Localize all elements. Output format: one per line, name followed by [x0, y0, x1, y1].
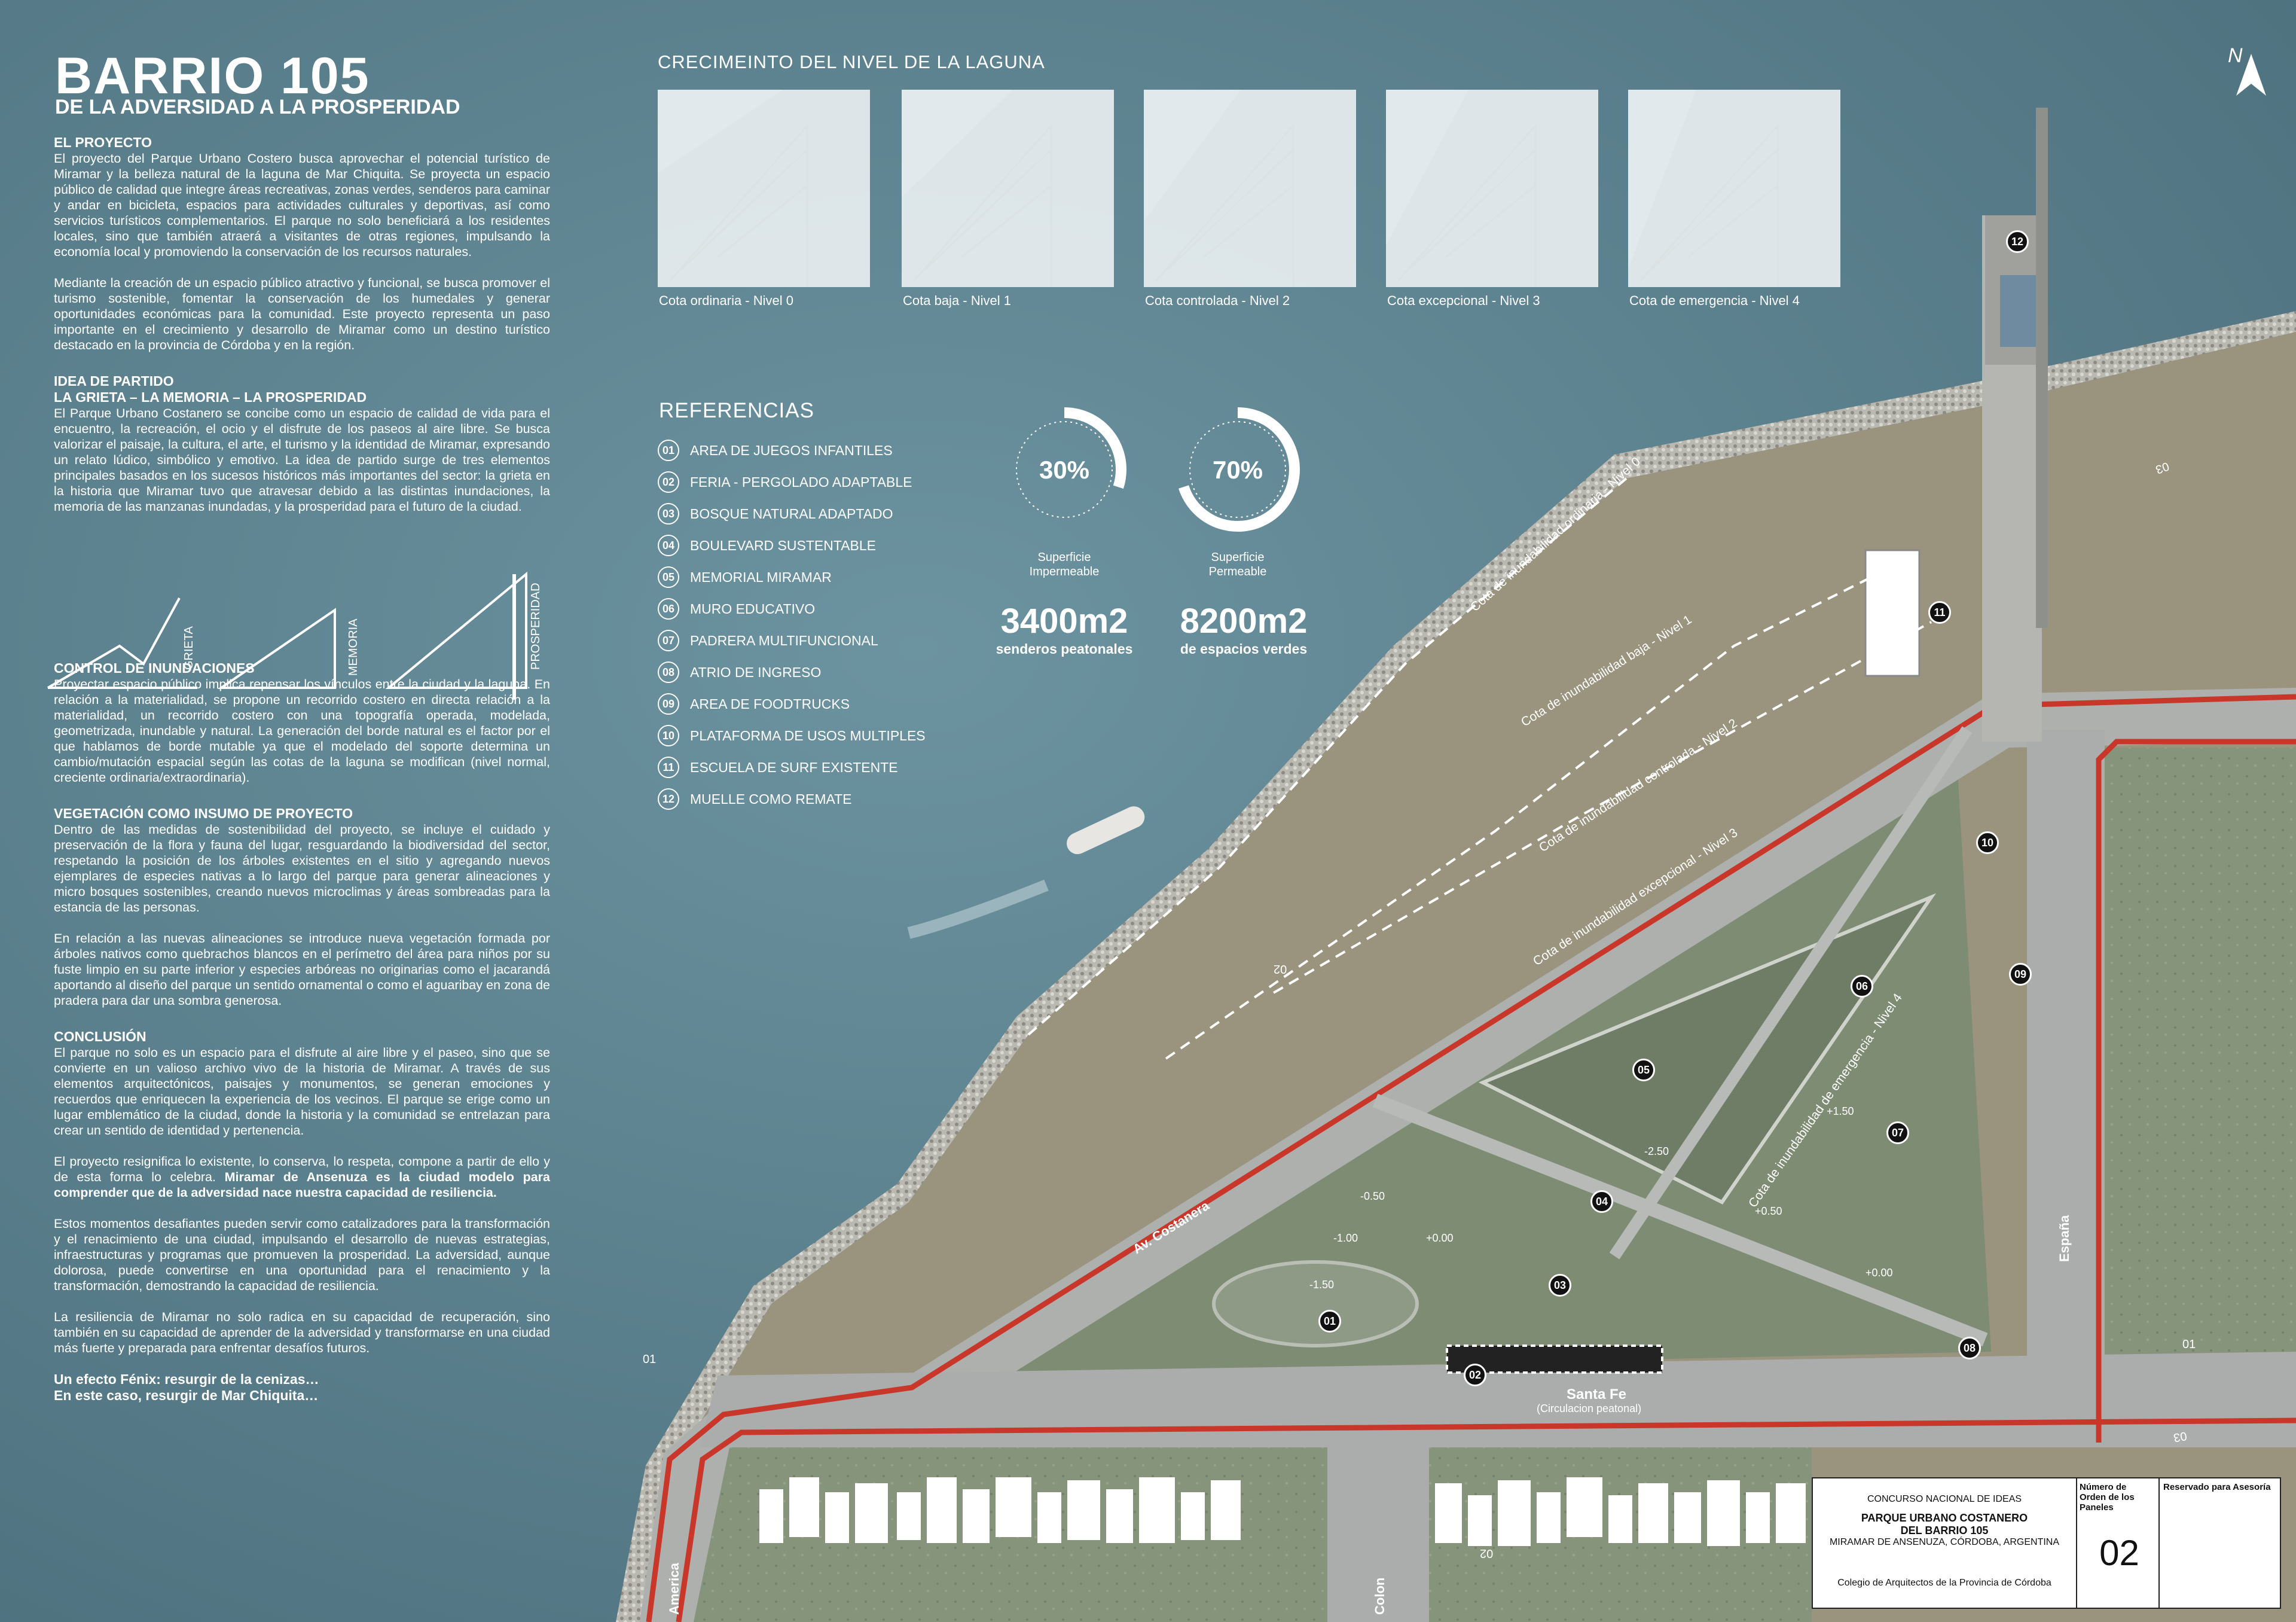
feria-pergola [1446, 1344, 1663, 1374]
playground-area [1212, 1260, 1419, 1347]
road-espana [2027, 730, 2105, 1447]
boat [907, 806, 1145, 939]
surf-school-building [1864, 549, 1921, 677]
house-row-left [759, 1477, 1241, 1543]
cota-line-1 [1027, 477, 1628, 1036]
house-row-mid [1435, 1477, 1806, 1546]
road-colon [1327, 1447, 1429, 1622]
bike-lane-costanera [646, 694, 2296, 1622]
city-block-right [2105, 748, 2296, 1358]
path-diagonal-2 [1609, 726, 1973, 1260]
memorial-triangle [1478, 893, 1937, 1205]
north-arrow-icon [2236, 54, 2266, 96]
cota-line-3 [1273, 621, 1932, 994]
long-pier [2036, 108, 2048, 628]
cota-line-2 [1165, 555, 1914, 1060]
pier-platform [2000, 275, 2036, 347]
partido-diagram [47, 571, 527, 700]
bike-lane-espana [2096, 739, 2296, 1443]
bike-lane-santafe [676, 1417, 2296, 1622]
path-diagonal-1 [1372, 1093, 1988, 1347]
